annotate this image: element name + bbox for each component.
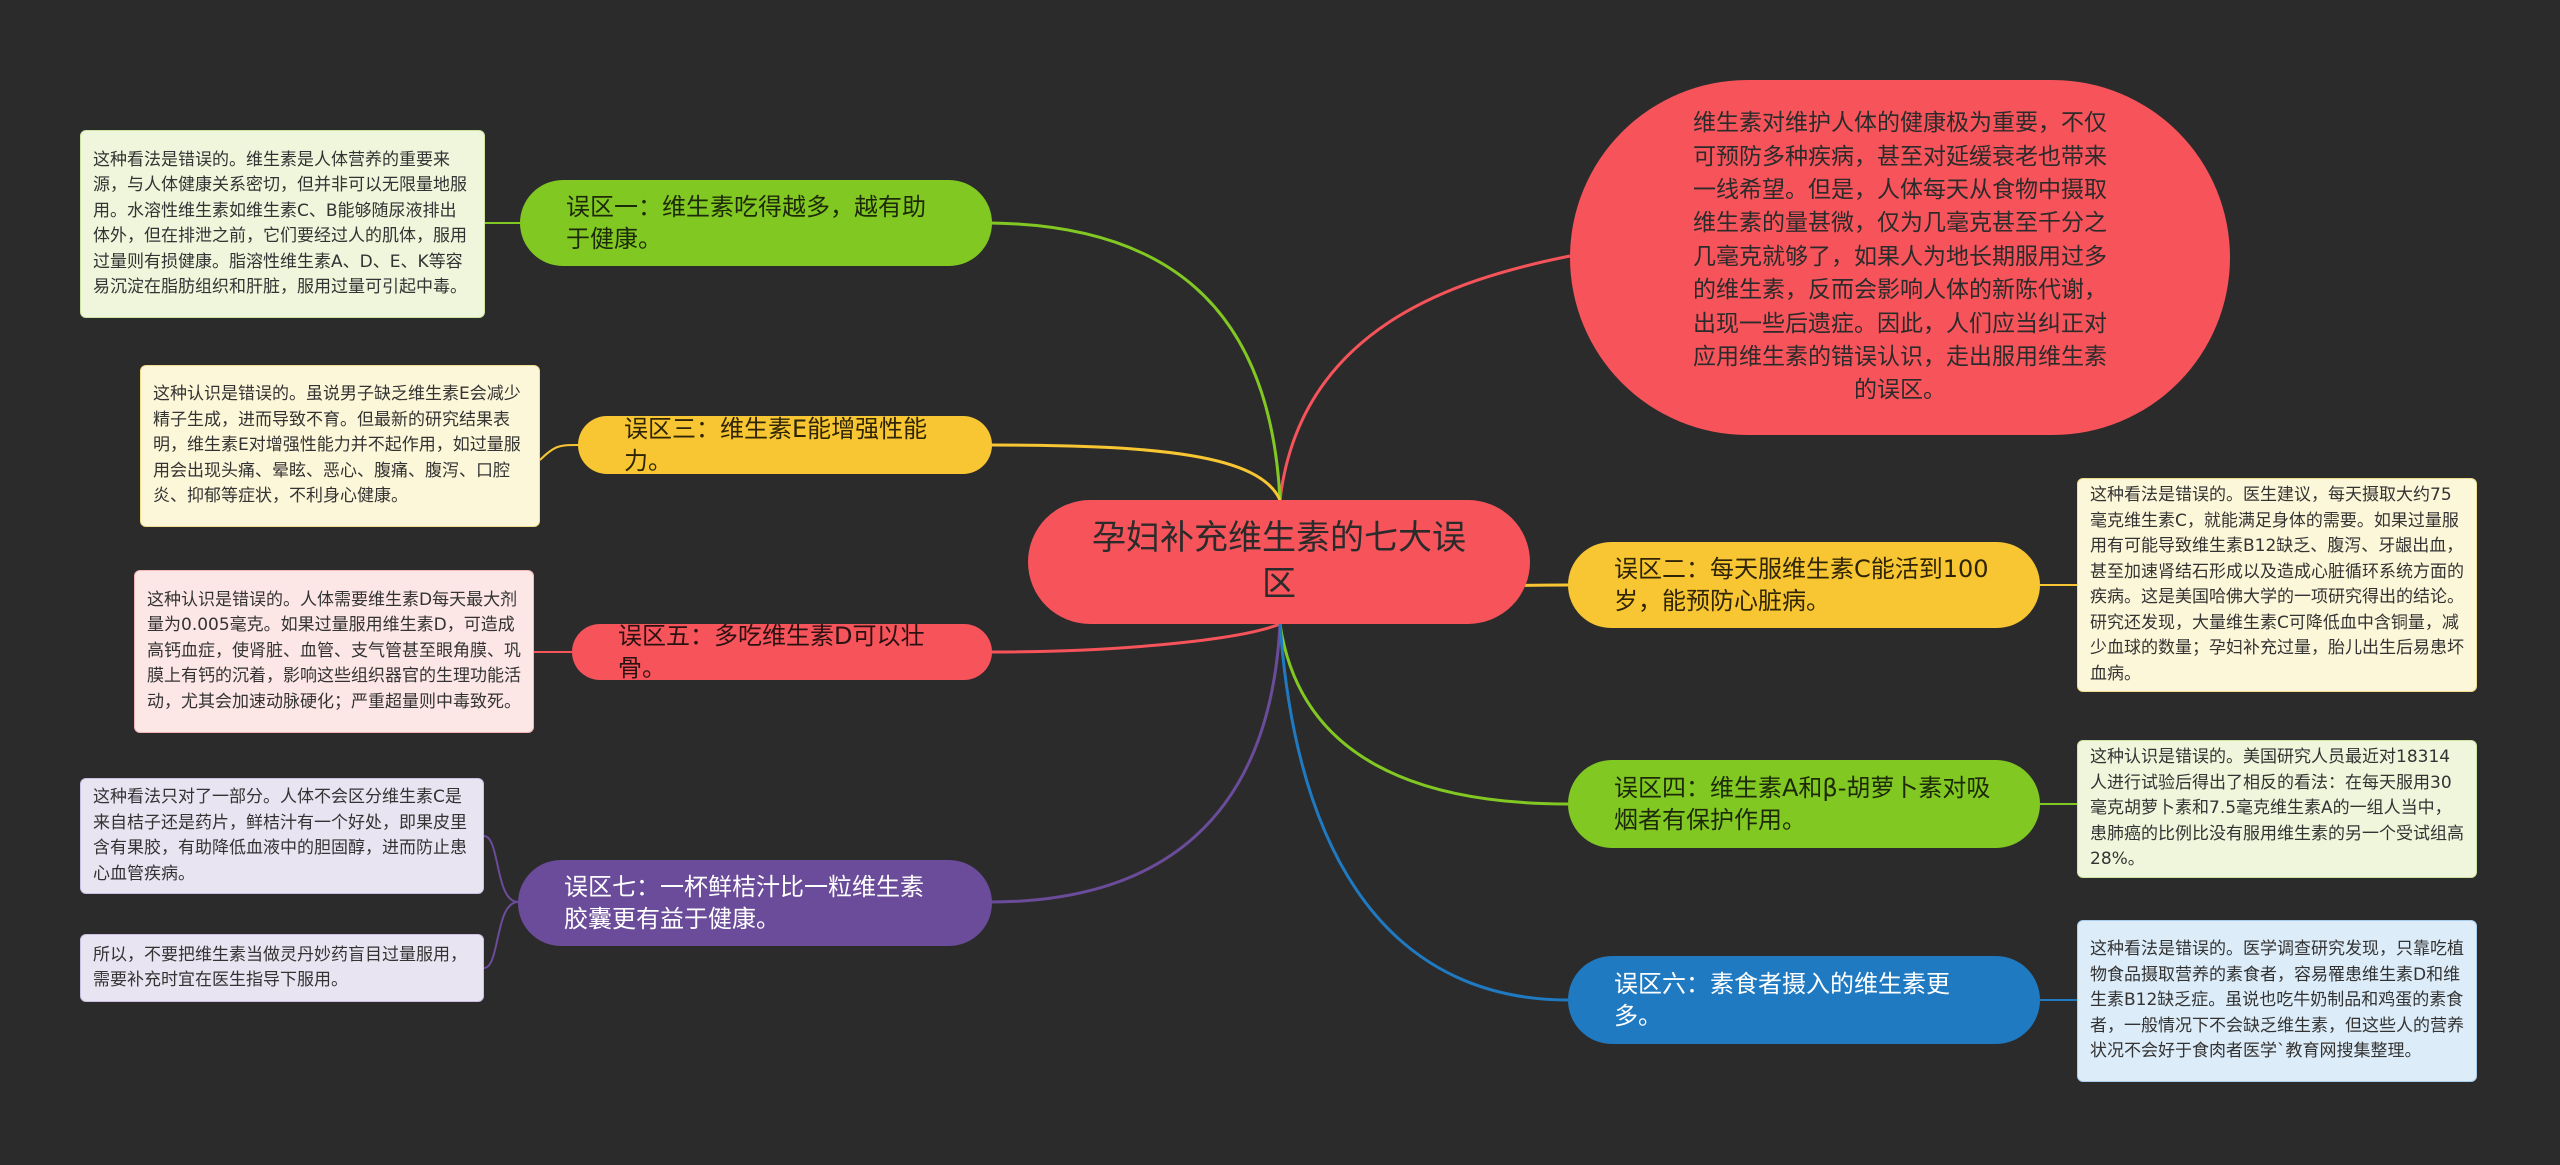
note-myth-2-text: 这种看法是错误的。医生建议，每天摄取大约75毫克维生素C，就能满足身体的需要。如…	[2090, 485, 2464, 684]
intro-bubble[interactable]: 维生素对维护人体的健康极为重要，不仅可预防多种疾病，甚至对延缓衰老也带来一线希望…	[1570, 80, 2230, 435]
branch-myth-1[interactable]: 误区一：维生素吃得越多，越有助于健康。	[520, 180, 992, 266]
branch-myth-6-label: 误区六：素食者摄入的维生素更多。	[1614, 969, 1950, 1030]
note-myth-4-text: 这种认识是错误的。美国研究人员最近对18314人进行试验后得出了相反的看法：在每…	[2090, 747, 2464, 870]
branch-myth-5-label: 误区五：多吃维生素D可以壮骨。	[618, 621, 925, 682]
connector-m6	[1278, 623, 1569, 1002]
branch-myth-5[interactable]: 误区五：多吃维生素D可以壮骨。	[572, 622, 992, 682]
note-myth-7-part-2[interactable]: 所以，不要把维生素当做灵丹妙药盲目过量服用，需要补充时宜在医生指导下服用。	[80, 934, 484, 1002]
note-myth-1[interactable]: 这种看法是错误的。维生素是人体营养的重要来源，与人体健康关系密切，但并非可以无限…	[80, 130, 485, 318]
connector-m1	[989, 221, 1282, 501]
branch-myth-3-label: 误区三：维生素E能增强性能力。	[624, 414, 928, 475]
note-myth-7-part-1-text: 这种看法只对了一部分。人体不会区分维生素C是来自桔子还是药片，鲜桔汁有一个好处，…	[93, 787, 467, 884]
note-myth-1-text: 这种看法是错误的。维生素是人体营养的重要来源，与人体健康关系密切，但并非可以无限…	[93, 149, 467, 298]
branch-myth-6[interactable]: 误区六：素食者摄入的维生素更多。	[1568, 956, 2040, 1044]
connector-m5	[989, 622, 1281, 654]
note-myth-5[interactable]: 这种认识是错误的。人体需要维生素D每天最大剂量为0.005毫克。如果过量服用维生…	[134, 570, 534, 733]
note-myth-6-text: 这种看法是错误的。医学调查研究发现，只靠吃植物食品摄取营养的素食者，容易罹患维生…	[2090, 939, 2464, 1062]
connector-m7-note1	[483, 835, 519, 903]
note-myth-2[interactable]: 这种看法是错误的。医生建议，每天摄取大约75毫克维生素C，就能满足身体的需要。如…	[2077, 478, 2477, 692]
intro-text: 维生素对维护人体的健康极为重要，不仅可预防多种疾病，甚至对延缓衰老也带来一线希望…	[1693, 110, 2107, 404]
connector-intro	[1278, 254, 1571, 501]
branch-myth-1-label: 误区一：维生素吃得越多，越有助于健康。	[566, 192, 926, 253]
connector-m3	[989, 443, 1282, 501]
note-myth-3[interactable]: 这种认识是错误的。虽说男子缺乏维生素E会减少精子生成，进而导致不育。但最新的研究…	[140, 365, 540, 527]
note-myth-6[interactable]: 这种看法是错误的。医学调查研究发现，只靠吃植物食品摄取营养的素食者，容易罹患维生…	[2077, 920, 2477, 1082]
note-myth-4[interactable]: 这种认识是错误的。美国研究人员最近对18314人进行试验后得出了相反的看法：在每…	[2077, 740, 2477, 878]
note-myth-7-part-1[interactable]: 这种看法只对了一部分。人体不会区分维生素C是来自桔子还是药片，鲜桔汁有一个好处，…	[80, 778, 484, 894]
branch-myth-4[interactable]: 误区四：维生素A和β-胡萝卜素对吸烟者有保护作用。	[1568, 760, 2040, 848]
branch-myth-3[interactable]: 误区三：维生素E能增强性能力。	[578, 415, 992, 475]
branch-myth-4-label: 误区四：维生素A和β-胡萝卜素对吸烟者有保护作用。	[1614, 773, 1991, 834]
connector-m7	[989, 623, 1282, 904]
branch-myth-2-label: 误区二：每天服维生素C能活到100岁，能预防心脏病。	[1614, 554, 1989, 615]
branch-myth-7[interactable]: 误区七：一杯鲜桔汁比一粒维生素胶囊更有益于健康。	[518, 860, 992, 946]
branch-myth-7-label: 误区七：一杯鲜桔汁比一粒维生素胶囊更有益于健康。	[564, 872, 924, 933]
connector-m4	[1278, 623, 1569, 806]
note-myth-7-part-2-text: 所以，不要把维生素当做灵丹妙药盲目过量服用，需要补充时宜在医生指导下服用。	[93, 944, 467, 991]
note-myth-5-text: 这种认识是错误的。人体需要维生素D每天最大剂量为0.005毫克。如果过量服用维生…	[147, 589, 521, 712]
central-topic-label: 孕妇补充维生素的七大误区	[1092, 518, 1466, 604]
note-myth-3-text: 这种认识是错误的。虽说男子缺乏维生素E会减少精子生成，进而导致不育。但最新的研究…	[153, 384, 521, 507]
branch-myth-2[interactable]: 误区二：每天服维生素C能活到100岁，能预防心脏病。	[1568, 542, 2040, 628]
connector-m7-note2	[483, 901, 519, 969]
connector-m3-note	[539, 444, 579, 461]
central-topic[interactable]: 孕妇补充维生素的七大误区	[1028, 500, 1530, 624]
